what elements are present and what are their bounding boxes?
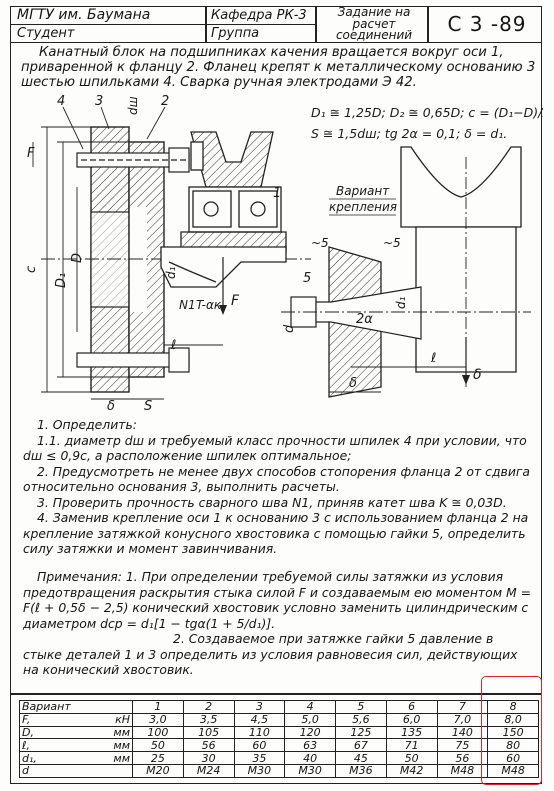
- force-F-left: F: [231, 293, 240, 309]
- task-2: 2. Предусмотреть не менее двух способов …: [23, 463, 531, 495]
- callout-1: 1: [273, 186, 281, 201]
- notes-section: Примечания: 1. При определении требуемой…: [23, 569, 535, 678]
- dim-d1-right: d₁: [394, 296, 408, 309]
- dim-5-left: ~5: [311, 236, 329, 250]
- dim-D1: c: [24, 266, 39, 273]
- dim-2alpha: 2α: [356, 312, 373, 327]
- dim-5-right: ~5: [383, 236, 401, 250]
- dim-l-left: ℓ: [170, 338, 176, 353]
- student-label: Студент: [17, 26, 75, 41]
- callout-N1: N1: [179, 298, 196, 312]
- title-block: МГТУ им. Баумана Студент Кафедра РК-3 Гр…: [11, 7, 541, 43]
- assignment-title: Задание на расчет соединений: [335, 7, 413, 42]
- engineering-drawing: D₁ ≅ 1,25D; D₂ ≅ 0,65D; c = (D₁−D)/2; S …: [24, 94, 543, 414]
- dim-l-right: ℓ: [430, 351, 436, 366]
- group-label: Группа: [211, 26, 260, 41]
- dim-d: d: [282, 324, 297, 333]
- callout-5: 5: [303, 271, 311, 286]
- dim-c: F: [27, 146, 35, 161]
- force-F-right: δ: [473, 367, 482, 383]
- dim-delta-right: δ: [349, 376, 357, 391]
- stud-4: [76, 147, 190, 373]
- flange-2: [128, 141, 165, 378]
- callout-d-sh: dш: [126, 96, 140, 115]
- dim-d1-left: d₁: [164, 266, 178, 279]
- callout-3: 3: [95, 94, 103, 109]
- university-name: МГТУ им. Баумана: [17, 7, 151, 23]
- callout-T-ak: T-αк: [196, 298, 222, 312]
- callout-2: 2: [161, 94, 169, 109]
- assignment-code: С 3 -89: [447, 12, 527, 36]
- variant-label-1: Вариант: [336, 184, 390, 198]
- tapered-shank: [281, 286, 531, 340]
- variant-8-highlight: [481, 676, 542, 785]
- dim-S: S: [144, 399, 152, 414]
- task-4: 4. Заменив крепление оси 1 к основанию 3…: [23, 510, 529, 556]
- formula-line-1: D₁ ≅ 1,25D; D₂ ≅ 0,65D; c = (D₁−D)/2;: [311, 105, 543, 120]
- note-1: Примечания: 1. При определении требуемой…: [23, 569, 532, 631]
- note-2: 2. Создаваемое при затяжке гайки 5 давле…: [23, 631, 518, 677]
- left-dimensions: [32, 126, 164, 400]
- problem-statement: Канатный блок на подшипниках качения вра…: [21, 45, 536, 90]
- dim-D2: D: [70, 253, 85, 263]
- variant-label-2: крепления: [329, 200, 397, 214]
- callout-4: 4: [57, 94, 65, 109]
- task-heading: 1. Определить:: [37, 417, 137, 432]
- task-1-1: 1.1. диаметр dш и требуемый класс прочно…: [23, 432, 527, 464]
- tasks-section: 1. Определить: 1.1. диаметр dш и требуем…: [23, 417, 535, 557]
- task-3: 3. Проверить прочность сварного шва N1, …: [37, 494, 507, 510]
- sheave-variant: [400, 146, 522, 387]
- department-label: Кафедра РК-3: [211, 8, 307, 23]
- pulley-assembly: [160, 131, 287, 288]
- dim-D: D₁: [54, 273, 69, 288]
- formula-line-2: S ≅ 1,5dш; tg 2α = 0,1; δ = d₁.: [311, 126, 507, 141]
- assignment-sheet: МГТУ им. Баумана Студент Кафедра РК-3 Гр…: [10, 6, 543, 784]
- dim-delta-left: δ: [107, 399, 115, 414]
- base-plate-3: [90, 126, 130, 393]
